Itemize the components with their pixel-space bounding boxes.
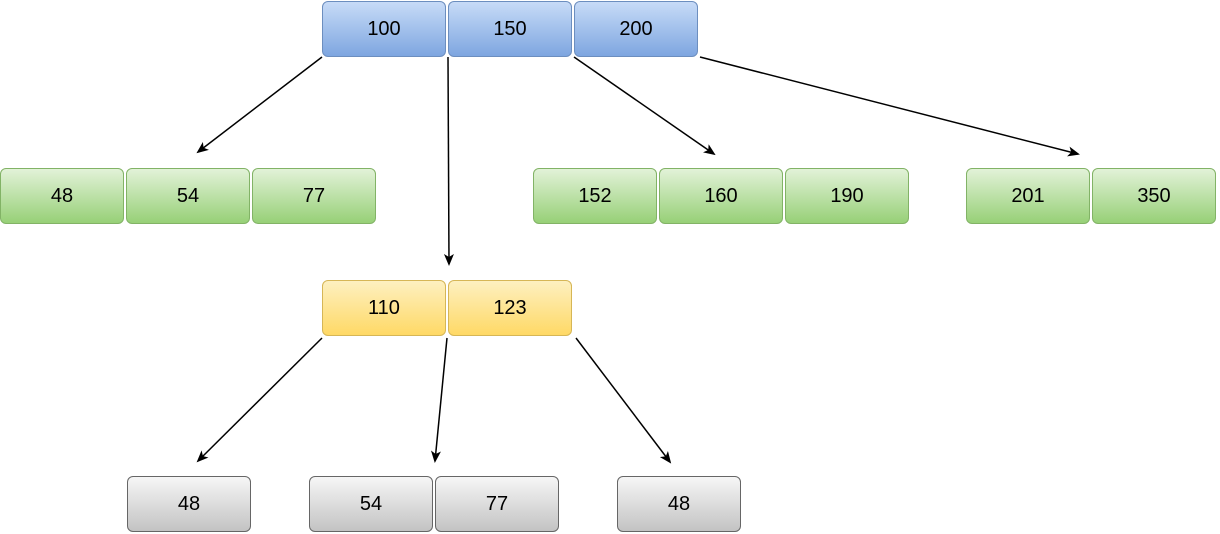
edge-root-to-right: [699, 56, 1080, 157]
level1-center-key-160: 160: [659, 168, 783, 224]
edge-middle-to-center-leaf: [430, 337, 448, 463]
level1-center-key-152: 152: [533, 168, 657, 224]
level3-node-left: 48: [127, 476, 251, 532]
root-key-100: 100: [322, 1, 446, 57]
level3-left-key-48: 48: [127, 476, 251, 532]
root-key-150: 150: [448, 1, 572, 57]
level3-node-right: 48: [617, 476, 741, 532]
middle-node: 110 123: [322, 280, 572, 336]
level1-node-right: 201 350: [966, 168, 1216, 224]
level3-center-key-54: 54: [309, 476, 433, 532]
edge-middle-to-right-leaf: [575, 337, 672, 464]
level3-center-key-77: 77: [435, 476, 559, 532]
level1-left-key-48: 48: [0, 168, 124, 224]
level1-node-left: 48 54 77: [0, 168, 376, 224]
root-key-200: 200: [574, 1, 698, 57]
middle-key-110: 110: [322, 280, 446, 336]
edge-middle-to-left-leaf: [196, 337, 323, 463]
middle-key-123: 123: [448, 280, 572, 336]
level1-right-key-201: 201: [966, 168, 1090, 224]
level1-node-center: 152 160 190: [533, 168, 909, 224]
level1-center-key-190: 190: [785, 168, 909, 224]
root-node: 100 150 200: [322, 1, 698, 57]
level1-left-key-77: 77: [252, 168, 376, 224]
level1-left-key-54: 54: [126, 168, 250, 224]
level3-right-key-48: 48: [617, 476, 741, 532]
edge-root-to-center-right: [573, 56, 716, 156]
edge-root-to-middle: [443, 56, 454, 266]
level3-node-center: 54 77: [309, 476, 559, 532]
level1-right-key-350: 350: [1092, 168, 1216, 224]
edge-root-to-left: [196, 56, 323, 154]
